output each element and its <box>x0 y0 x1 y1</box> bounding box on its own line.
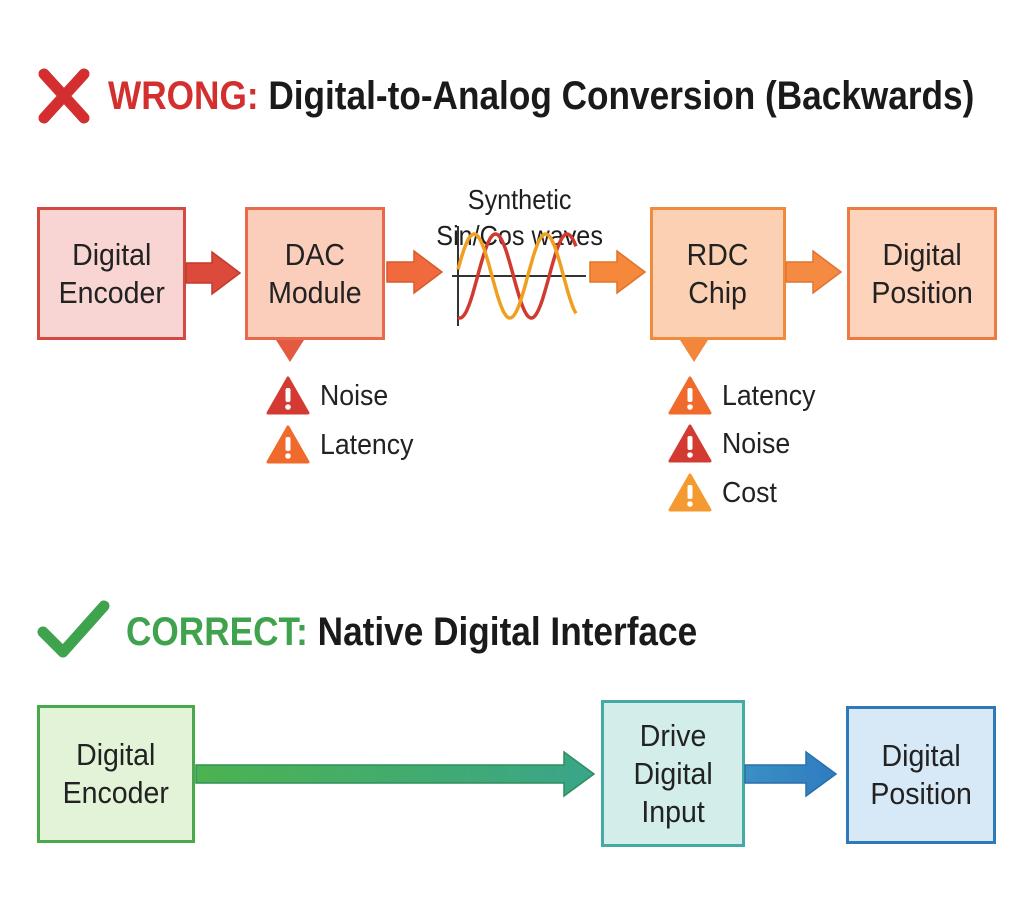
x-mark-icon <box>38 68 90 124</box>
digital-position-label: Digital Position <box>870 738 972 811</box>
rdc-issue-latency: Latency <box>668 376 824 416</box>
dac-issue-label: Noise <box>320 379 389 412</box>
long-arrow-right-icon <box>195 750 596 798</box>
rdc-issue-label: Latency <box>722 379 816 412</box>
wrong-heading: WRONG: Digital-to-Analog Conversion (Bac… <box>108 76 974 116</box>
dac-callout-pointer <box>276 340 304 362</box>
digital-position-label: Digital Position <box>871 236 973 310</box>
rdc-issue-label: Noise <box>722 427 791 460</box>
check-mark-icon <box>37 600 110 658</box>
dac-issue-noise: Noise <box>266 376 394 416</box>
wrong-heading-label: WRONG: <box>108 74 259 118</box>
warning-icon <box>668 424 712 463</box>
digital-encoder-box: Digital Encoder <box>37 705 195 843</box>
rdc-issue-cost: Cost <box>668 473 782 513</box>
arrow-right-icon <box>744 750 838 798</box>
rdc-chip-label: RDC Chip <box>687 236 749 310</box>
digital-encoder-box: Digital Encoder <box>37 207 186 340</box>
arrow-right-icon <box>785 249 843 295</box>
warning-icon <box>266 425 310 464</box>
digital-position-box: Digital Position <box>847 207 997 340</box>
correct-heading-text: Native Digital Interface <box>307 610 698 654</box>
arrow-right-icon <box>386 249 444 295</box>
digital-encoder-label: Digital Encoder <box>62 737 170 810</box>
rdc-chip-box: RDC Chip <box>650 207 786 340</box>
warning-icon <box>668 473 712 512</box>
rdc-callout-pointer <box>680 340 708 362</box>
correct-flow-connectors <box>195 750 838 798</box>
arrow-right-icon <box>185 250 242 296</box>
digital-encoder-label: Digital Encoder <box>58 236 165 310</box>
rdc-issue-noise: Noise <box>668 424 796 464</box>
rdc-issue-label: Cost <box>722 476 777 509</box>
warning-icon <box>668 376 712 415</box>
correct-heading: CORRECT: Native Digital Interface <box>126 612 697 652</box>
drive-digital-input-box: Drive Digital Input <box>601 700 745 847</box>
arrow-right-icon <box>589 249 647 295</box>
dac-module-box: DAC Module <box>245 207 385 340</box>
correct-heading-label: CORRECT: <box>126 610 308 654</box>
dac-module-label: DAC Module <box>268 236 362 310</box>
warning-icon <box>266 376 310 415</box>
wrong-flow-connectors <box>185 226 843 362</box>
dac-issue-latency: Latency <box>266 425 422 465</box>
sin-cos-waves-icon <box>452 226 586 326</box>
wrong-heading-text: Digital-to-Analog Conversion (Backwards) <box>258 74 975 118</box>
dac-issue-label: Latency <box>320 428 414 461</box>
drive-digital-input-label: Drive Digital Input <box>633 717 713 829</box>
digital-position-box: Digital Position <box>846 706 996 844</box>
